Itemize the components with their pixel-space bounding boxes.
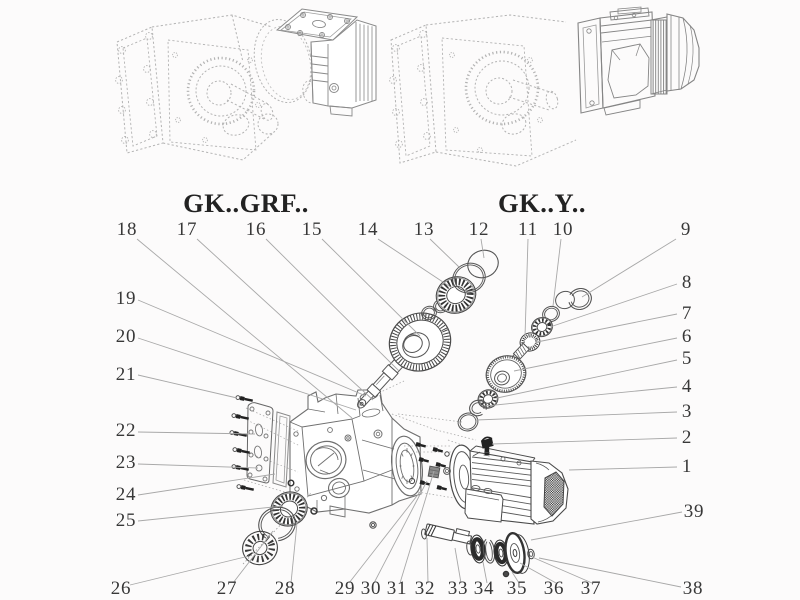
svg-text:20: 20 bbox=[116, 326, 137, 347]
svg-text:33: 33 bbox=[448, 578, 469, 599]
svg-text:35: 35 bbox=[507, 578, 528, 599]
svg-text:26: 26 bbox=[111, 578, 132, 599]
svg-text:17: 17 bbox=[177, 219, 198, 240]
svg-text:19: 19 bbox=[116, 288, 137, 309]
svg-text:25: 25 bbox=[116, 510, 137, 531]
svg-text:GK..Y..: GK..Y.. bbox=[498, 188, 586, 218]
svg-text:29: 29 bbox=[335, 578, 356, 599]
svg-text:39: 39 bbox=[684, 501, 705, 522]
svg-text:23: 23 bbox=[116, 452, 137, 473]
svg-text:15: 15 bbox=[302, 219, 323, 240]
svg-text:10: 10 bbox=[553, 219, 574, 240]
svg-text:32: 32 bbox=[415, 578, 436, 599]
svg-text:GK..GRF..: GK..GRF.. bbox=[183, 188, 309, 218]
svg-text:11: 11 bbox=[518, 219, 538, 240]
svg-text:30: 30 bbox=[361, 578, 382, 599]
svg-text:24: 24 bbox=[116, 484, 137, 505]
svg-text:9: 9 bbox=[681, 219, 691, 240]
svg-text:36: 36 bbox=[544, 578, 565, 599]
svg-text:14: 14 bbox=[358, 219, 379, 240]
svg-text:6: 6 bbox=[682, 326, 692, 347]
svg-text:27: 27 bbox=[217, 578, 238, 599]
svg-text:28: 28 bbox=[275, 578, 296, 599]
svg-text:3: 3 bbox=[682, 401, 692, 422]
svg-text:4: 4 bbox=[682, 376, 692, 397]
svg-text:21: 21 bbox=[116, 364, 137, 385]
svg-text:1: 1 bbox=[682, 456, 692, 477]
svg-text:13: 13 bbox=[414, 219, 435, 240]
svg-text:16: 16 bbox=[246, 219, 267, 240]
svg-text:8: 8 bbox=[682, 272, 692, 293]
svg-text:18: 18 bbox=[117, 219, 138, 240]
svg-text:38: 38 bbox=[683, 578, 704, 599]
svg-text:37: 37 bbox=[581, 578, 602, 599]
svg-text:31: 31 bbox=[387, 578, 408, 599]
svg-text:12: 12 bbox=[469, 219, 490, 240]
svg-text:22: 22 bbox=[116, 420, 137, 441]
svg-text:7: 7 bbox=[682, 303, 692, 324]
svg-text:2: 2 bbox=[682, 427, 692, 448]
svg-text:34: 34 bbox=[474, 578, 495, 599]
svg-text:5: 5 bbox=[682, 348, 692, 369]
